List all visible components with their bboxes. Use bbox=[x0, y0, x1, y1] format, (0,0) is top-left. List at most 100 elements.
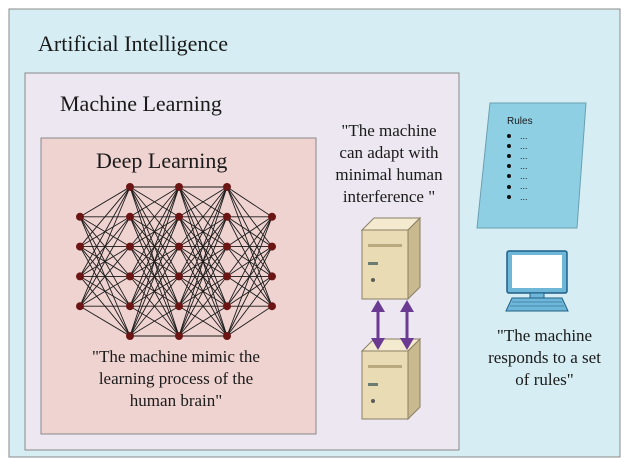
nn-node bbox=[126, 212, 134, 221]
rule-text: ... bbox=[520, 181, 528, 192]
dl-title: Deep Learning bbox=[96, 148, 228, 173]
nn-connection bbox=[226, 216, 273, 337]
nn-connection bbox=[129, 186, 180, 247]
rule-text: ... bbox=[520, 141, 528, 152]
nn-connection bbox=[79, 246, 131, 307]
nn-connection bbox=[79, 305, 131, 337]
nn-node bbox=[126, 183, 134, 191]
rules-title: Rules bbox=[507, 116, 533, 127]
nn-connection bbox=[226, 216, 273, 247]
bullet-icon bbox=[507, 184, 511, 189]
bullet-icon bbox=[507, 194, 511, 199]
rule-item: ... bbox=[507, 131, 528, 141]
rule-item: ... bbox=[507, 171, 528, 181]
nn-connection bbox=[79, 186, 131, 307]
rule-text: ... bbox=[520, 161, 528, 172]
rule-text: ... bbox=[520, 151, 528, 162]
neural-network-icon bbox=[76, 183, 276, 340]
nn-node bbox=[175, 183, 183, 191]
nn-connection bbox=[129, 186, 180, 307]
nn-connection bbox=[226, 246, 273, 337]
nn-node bbox=[268, 242, 276, 251]
nn-connection bbox=[178, 305, 228, 337]
nn-node bbox=[223, 272, 231, 281]
nn-connection bbox=[129, 186, 180, 337]
nn-node bbox=[76, 212, 84, 221]
nn-connection bbox=[129, 216, 180, 337]
nn-node bbox=[76, 302, 84, 311]
ml-caption-line: minimal human bbox=[335, 165, 443, 184]
nn-connection bbox=[178, 186, 228, 307]
nn-node bbox=[126, 242, 134, 251]
nn-node bbox=[175, 302, 183, 311]
nn-node bbox=[268, 272, 276, 281]
nn-node bbox=[126, 332, 134, 340]
ai-caption-line: "The machine bbox=[496, 326, 593, 345]
nn-connection bbox=[178, 276, 228, 337]
nn-connection bbox=[226, 216, 273, 277]
rule-text: ... bbox=[520, 191, 528, 202]
nn-node bbox=[223, 332, 231, 340]
rules-list: ... ... ... ... ... ... ... bbox=[507, 131, 528, 202]
ai-title: Artificial Intelligence bbox=[38, 31, 228, 56]
bidirectional-arrow-icon bbox=[400, 300, 414, 350]
bullet-icon bbox=[507, 174, 511, 179]
dl-caption-line: learning process of the bbox=[98, 369, 254, 388]
nn-connection bbox=[226, 186, 273, 218]
ml-caption-line: "The machine bbox=[341, 121, 437, 140]
nn-connection bbox=[178, 216, 228, 337]
rule-item: ... bbox=[507, 192, 528, 202]
document-icon bbox=[476, 102, 587, 229]
nn-connection bbox=[226, 276, 273, 337]
nn-connection bbox=[178, 186, 228, 337]
bullet-icon bbox=[507, 144, 511, 149]
ml-caption-line: can adapt with bbox=[339, 143, 439, 162]
nn-node bbox=[76, 272, 84, 281]
nn-node bbox=[223, 212, 231, 221]
ml-title: Machine Learning bbox=[60, 91, 222, 116]
server-icon bbox=[360, 216, 422, 301]
ml-caption: "The machine can adapt with minimal huma… bbox=[318, 120, 460, 208]
nn-connection bbox=[226, 216, 273, 307]
rule-item: ... bbox=[507, 161, 528, 171]
nn-connection bbox=[178, 246, 228, 337]
nn-connection bbox=[178, 186, 228, 218]
nn-connection bbox=[79, 276, 131, 307]
bidirectional-arrow-icon bbox=[371, 300, 385, 350]
nn-connection bbox=[129, 276, 180, 337]
rule-item: ... bbox=[507, 181, 528, 191]
nn-connection bbox=[79, 186, 131, 277]
nn-connection bbox=[79, 186, 131, 247]
ai-caption: "The machine responds to a set of rules" bbox=[472, 325, 617, 391]
rule-text: ... bbox=[520, 131, 528, 141]
ai-caption-line: responds to a set bbox=[488, 348, 601, 367]
nn-node bbox=[223, 302, 231, 311]
dl-caption-line: human brain" bbox=[129, 391, 223, 410]
nn-connection bbox=[79, 186, 131, 218]
rule-item: ... bbox=[507, 141, 528, 151]
nn-node bbox=[223, 183, 231, 191]
rule-item: ... bbox=[507, 151, 528, 161]
nn-node bbox=[175, 332, 183, 340]
nn-node bbox=[223, 242, 231, 251]
nn-node bbox=[126, 272, 134, 281]
bullet-icon bbox=[507, 164, 511, 169]
dl-caption-line: "The machine mimic the bbox=[92, 347, 260, 366]
bullet-icon bbox=[507, 154, 511, 159]
nn-connection bbox=[129, 186, 180, 277]
nn-node bbox=[268, 212, 276, 221]
nn-connection bbox=[178, 186, 228, 277]
nn-connection bbox=[79, 216, 131, 307]
nn-node bbox=[175, 242, 183, 251]
nn-node bbox=[76, 242, 84, 251]
dl-caption: "The machine mimic the learning process … bbox=[52, 346, 300, 412]
nn-node bbox=[175, 272, 183, 281]
nn-node bbox=[126, 302, 134, 311]
nn-node bbox=[175, 212, 183, 221]
nn-connection bbox=[178, 186, 228, 247]
nn-node bbox=[268, 302, 276, 311]
nn-connection bbox=[129, 305, 180, 337]
nn-connection bbox=[129, 246, 180, 337]
